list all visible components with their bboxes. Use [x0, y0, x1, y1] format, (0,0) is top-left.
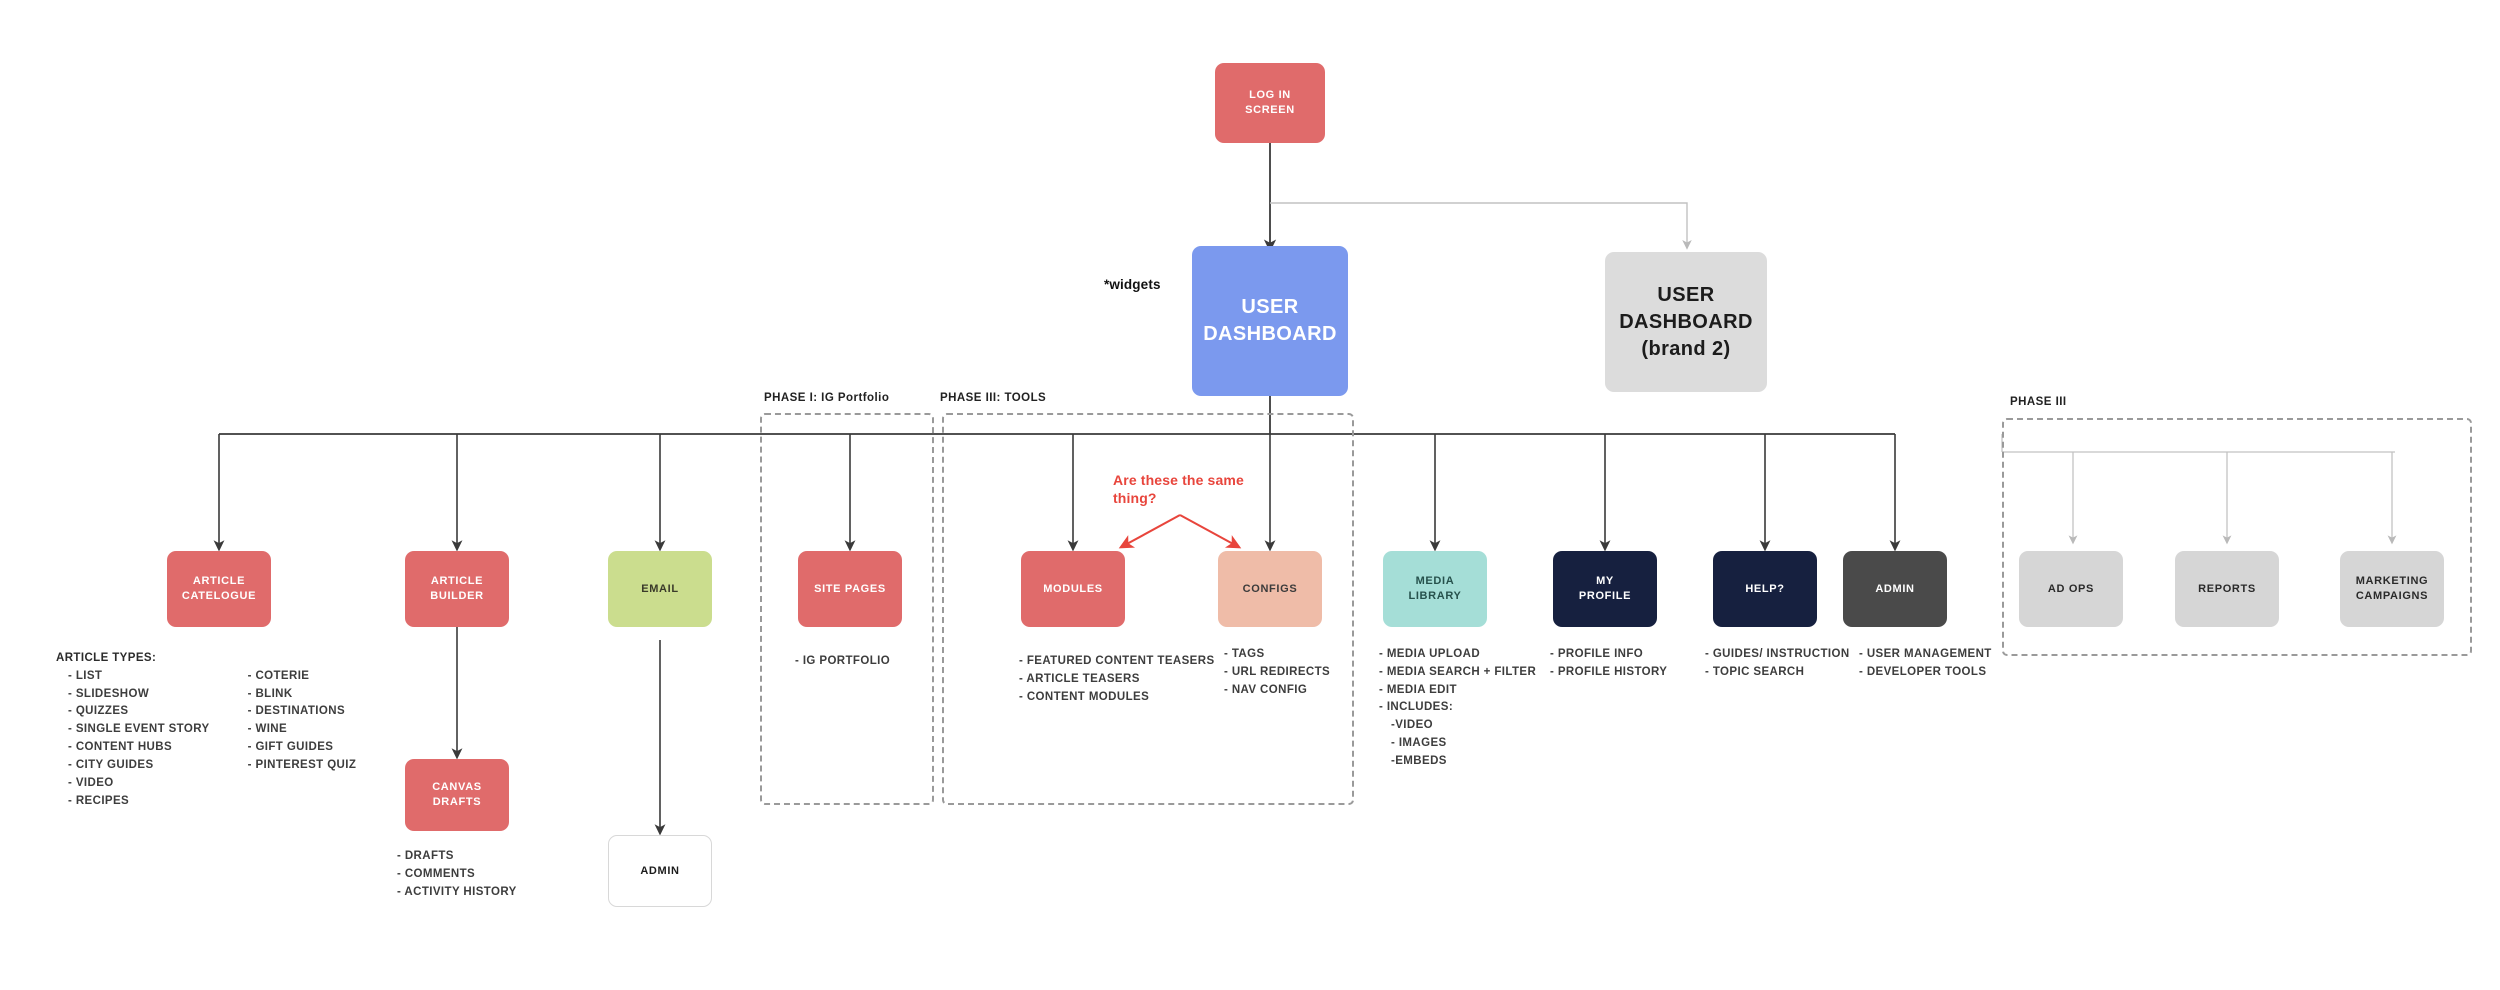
node-ad-ops[interactable]: AD OPS: [2019, 551, 2123, 627]
phase-1-group-frame: [760, 413, 934, 805]
node-article-builder[interactable]: ARTICLE BUILDER: [405, 551, 509, 627]
node-marketing-campaigns[interactable]: MARKETING CAMPAIGNS: [2340, 551, 2444, 627]
list-item: - TOPIC SEARCH: [1705, 665, 1805, 678]
list-item: - NAV CONFIG: [1224, 683, 1308, 696]
list-item: - DESTINATIONS: [247, 705, 346, 718]
article-types-column-2: - COTERIE - BLINK - DESTINATIONS - WINE …: [248, 668, 357, 811]
node-help-label: HELP?: [1745, 582, 1785, 595]
list-item: - GIFT GUIDES: [247, 741, 334, 754]
phase-3-group-frame: [2002, 418, 2472, 656]
node-site-pages-label: SITE PAGES: [814, 582, 886, 595]
list-item: - ARTICLE TEASERS: [1019, 672, 1140, 685]
node-email-admin-label: ADMIN: [640, 864, 680, 877]
list-item: - MEDIA EDIT: [1379, 683, 1457, 696]
list-item: - MEDIA UPLOAD: [1379, 648, 1481, 660]
list-item: - DRAFTS: [397, 850, 454, 862]
node-media-library-label: MEDIA LIBRARY: [1408, 575, 1462, 602]
node-modules-label: MODULES: [1043, 582, 1103, 595]
list-item: - VIDEO: [68, 776, 114, 789]
list-item: - TAGS: [1224, 648, 1265, 660]
list-item: -EMBEDS: [1391, 754, 1447, 767]
node-user-dashboard-label: USER DASHBOARD: [1203, 296, 1337, 345]
media-library-list: - MEDIA UPLOAD - MEDIA SEARCH + FILTER -…: [1379, 646, 1536, 771]
configs-list: - TAGS - URL REDIRECTS - NAV CONFIG: [1224, 646, 1330, 699]
list-item: - ACTIVITY HISTORY: [397, 885, 517, 898]
node-login-screen-label: LOG IN SCREEN: [1245, 89, 1295, 116]
list-item: - IMAGES: [1391, 737, 1447, 750]
node-configs-label: CONFIGS: [1242, 582, 1298, 595]
same-thing-annotation: Are these the same thing?: [1113, 472, 1244, 506]
article-types-list: ARTICLE TYPES: - LIST - SLIDESHOW - QUIZ…: [56, 650, 356, 810]
list-item: - USER MANAGEMENT: [1859, 648, 1992, 660]
article-types-column-1: - LIST - SLIDESHOW - QUIZZES - SINGLE EV…: [56, 668, 210, 811]
node-media-library[interactable]: MEDIA LIBRARY: [1383, 551, 1487, 627]
node-article-catelogue[interactable]: ARTICLE CATELOGUE: [167, 551, 271, 627]
list-item: - PROFILE INFO: [1550, 648, 1644, 660]
list-item: -VIDEO: [1391, 719, 1434, 732]
node-my-profile-label: MY PROFILE: [1578, 575, 1632, 602]
node-login-screen[interactable]: LOG IN SCREEN: [1215, 63, 1325, 143]
node-canvas-drafts-label: CANVAS DRAFTS: [432, 781, 482, 808]
list-item: - SLIDESHOW: [68, 687, 150, 700]
list-item: - WINE: [247, 723, 288, 736]
node-my-profile[interactable]: MY PROFILE: [1553, 551, 1657, 627]
list-item: - FEATURED CONTENT TEASERS: [1019, 655, 1215, 667]
node-marketing-campaigns-label: MARKETING CAMPAIGNS: [2355, 575, 2429, 602]
list-item: - INCLUDES:: [1379, 701, 1454, 714]
list-item: - CITY GUIDES: [68, 758, 154, 771]
list-item: - QUIZZES: [68, 705, 129, 718]
list-item: - BLINK: [247, 687, 293, 700]
article-types-header: ARTICLE TYPES:: [56, 652, 157, 664]
node-ad-ops-label: AD OPS: [2047, 582, 2095, 595]
node-user-dashboard-brand2-label: USER DASHBOARD (brand 2): [1619, 283, 1753, 360]
phase-3-tools-label: PHASE III: TOOLS: [940, 392, 1047, 404]
node-admin[interactable]: ADMIN: [1843, 551, 1947, 627]
phase-1-label: PHASE I: IG Portfolio: [764, 392, 890, 404]
widgets-note: *widgets: [1104, 277, 1161, 292]
node-site-pages[interactable]: SITE PAGES: [798, 551, 902, 627]
admin-list: - USER MANAGEMENT - DEVELOPER TOOLS: [1859, 646, 1992, 682]
list-item: - LIST: [68, 669, 103, 682]
my-profile-list: - PROFILE INFO - PROFILE HISTORY: [1550, 646, 1667, 682]
list-item: - CONTENT HUBS: [68, 741, 173, 754]
node-canvas-drafts[interactable]: CANVAS DRAFTS: [405, 759, 509, 831]
phase-3-label: PHASE III: [2010, 396, 2067, 408]
node-configs[interactable]: CONFIGS: [1218, 551, 1322, 627]
phase-3-tools-group-frame: [942, 413, 1354, 805]
list-item: - COTERIE: [247, 669, 310, 682]
list-item: - CONTENT MODULES: [1019, 690, 1150, 703]
list-item: - URL REDIRECTS: [1224, 665, 1331, 678]
node-article-builder-label: ARTICLE BUILDER: [430, 575, 484, 602]
node-user-dashboard[interactable]: USER DASHBOARD: [1192, 246, 1348, 396]
list-item: - IG PORTFOLIO: [795, 655, 891, 667]
node-reports-label: REPORTS: [2198, 582, 2256, 595]
node-user-dashboard-brand2[interactable]: USER DASHBOARD (brand 2): [1605, 252, 1767, 392]
node-email[interactable]: EMAIL: [608, 551, 712, 627]
canvas-drafts-list: - DRAFTS - COMMENTS - ACTIVITY HISTORY: [397, 848, 517, 901]
list-item: - DEVELOPER TOOLS: [1859, 665, 1987, 678]
list-item: - SINGLE EVENT STORY: [68, 723, 210, 736]
list-item: - COMMENTS: [397, 867, 476, 880]
node-help[interactable]: HELP?: [1713, 551, 1817, 627]
modules-list: - FEATURED CONTENT TEASERS - ARTICLE TEA…: [1019, 653, 1215, 706]
node-modules[interactable]: MODULES: [1021, 551, 1125, 627]
node-email-label: EMAIL: [641, 582, 679, 595]
node-email-admin[interactable]: ADMIN: [608, 835, 712, 907]
help-list: - GUIDES/ INSTRUCTION - TOPIC SEARCH: [1705, 646, 1850, 682]
list-item: - GUIDES/ INSTRUCTION: [1705, 648, 1850, 660]
list-item: - PINTEREST QUIZ: [247, 758, 357, 771]
list-item: - RECIPES: [68, 794, 130, 807]
node-admin-label: ADMIN: [1875, 582, 1915, 595]
list-item: - PROFILE HISTORY: [1550, 665, 1668, 678]
node-reports[interactable]: REPORTS: [2175, 551, 2279, 627]
list-item: - MEDIA SEARCH + FILTER: [1379, 665, 1537, 678]
node-article-catelogue-label: ARTICLE CATELOGUE: [181, 575, 257, 602]
site-pages-list: - IG PORTFOLIO: [795, 653, 890, 671]
